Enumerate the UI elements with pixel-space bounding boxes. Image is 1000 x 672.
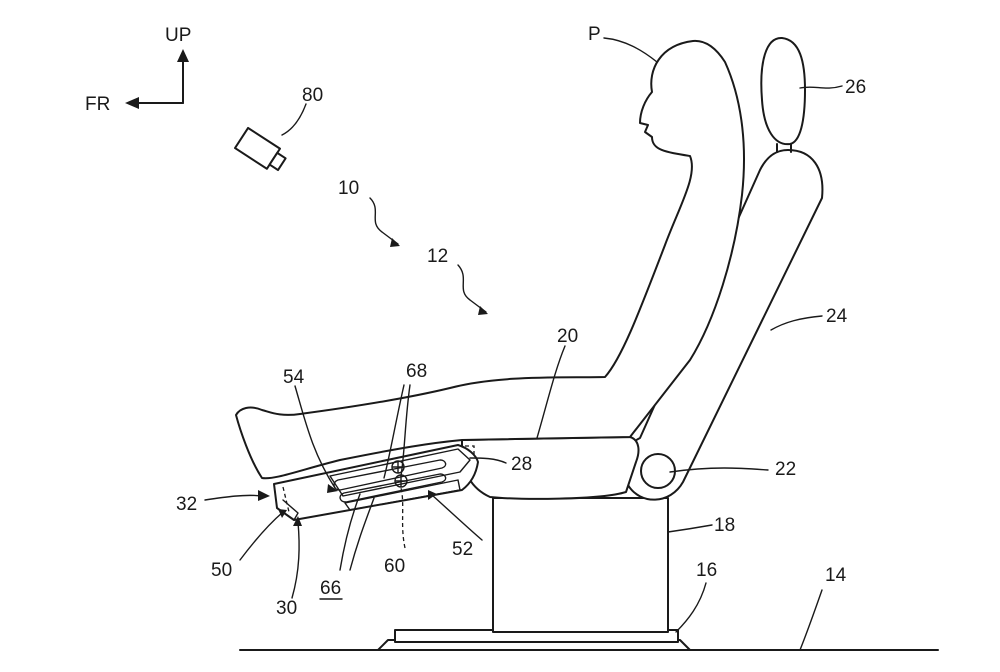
leader-28: [469, 457, 507, 464]
slot-track-66-lower: [339, 473, 447, 503]
upper-rail-54: [329, 448, 471, 497]
arrow-54: [327, 484, 338, 493]
label-50: 50: [211, 560, 232, 581]
label-16: 16: [696, 560, 717, 581]
arrow-10: [390, 238, 400, 247]
leader-18: [667, 524, 713, 533]
front-arrow-head: [125, 97, 139, 109]
slot-track-66-upper: [333, 459, 447, 491]
arrow-52: [428, 490, 437, 500]
direction-indicator: UP FR: [85, 25, 191, 115]
leader-66-b: [349, 497, 375, 571]
label-14: 14: [825, 565, 847, 586]
leader-32: [204, 494, 263, 501]
headrest-26: [760, 36, 806, 146]
label-10: 10: [338, 178, 359, 199]
up-arrow-head: [177, 49, 189, 62]
leader-80: [281, 103, 307, 136]
label-20: 20: [557, 326, 578, 347]
leader-68-a: [383, 384, 405, 479]
seat-cushion-20: [461, 436, 640, 500]
arrow-32: [258, 490, 270, 501]
leader-22: [669, 467, 769, 473]
label-32: 32: [176, 494, 197, 515]
camera-80: [234, 126, 287, 172]
label-66: 66: [320, 578, 341, 599]
arrow-50: [278, 509, 287, 518]
leader-26: [799, 85, 843, 89]
leader-lines: [204, 37, 843, 651]
leader-24: [770, 315, 823, 331]
leader-p: [603, 37, 658, 63]
label-p: P: [588, 24, 601, 45]
pedestal-18: [492, 497, 669, 633]
recliner-hinge-22: [640, 453, 676, 489]
label-12: 12: [427, 246, 448, 267]
ottoman-assembly: [273, 444, 479, 521]
front-label: FR: [85, 94, 110, 115]
front-panel-32: [276, 499, 299, 521]
label-26: 26: [845, 77, 866, 98]
leader-68-b: [400, 384, 411, 477]
leader-50: [239, 511, 284, 561]
leader-14: [799, 589, 823, 651]
reference-labels: P 26 80 10 12 24 20 68 54 22 28 32 18 52…: [176, 24, 866, 619]
label-68: 68: [406, 361, 427, 382]
leader-20: [536, 345, 566, 439]
label-22: 22: [775, 459, 796, 480]
arrow-30: [293, 516, 302, 526]
label-18: 18: [714, 515, 735, 536]
camera-lens: [268, 151, 287, 172]
up-label: UP: [165, 25, 191, 46]
leader-10: [369, 197, 399, 245]
leader-52: [431, 494, 483, 541]
lower-rail-52: [344, 479, 461, 511]
leader-66-a: [339, 493, 361, 571]
headrest-stays: [776, 143, 792, 153]
leader-12: [457, 264, 487, 313]
label-60: 60: [384, 556, 405, 577]
leader-54: [294, 385, 336, 489]
front-panel-edge: [282, 486, 290, 513]
occupant-p: [235, 39, 745, 480]
arrow-12: [478, 306, 488, 315]
label-24: 24: [826, 306, 848, 327]
label-28: 28: [511, 454, 532, 475]
label-80: 80: [302, 85, 323, 106]
roller-68-upper: [391, 460, 405, 474]
roller-marks: [392, 461, 407, 487]
label-30: 30: [276, 598, 297, 619]
label-54: 54: [283, 367, 305, 388]
leader-30: [291, 521, 300, 599]
label-52: 52: [452, 539, 473, 560]
leader-16: [675, 582, 707, 633]
